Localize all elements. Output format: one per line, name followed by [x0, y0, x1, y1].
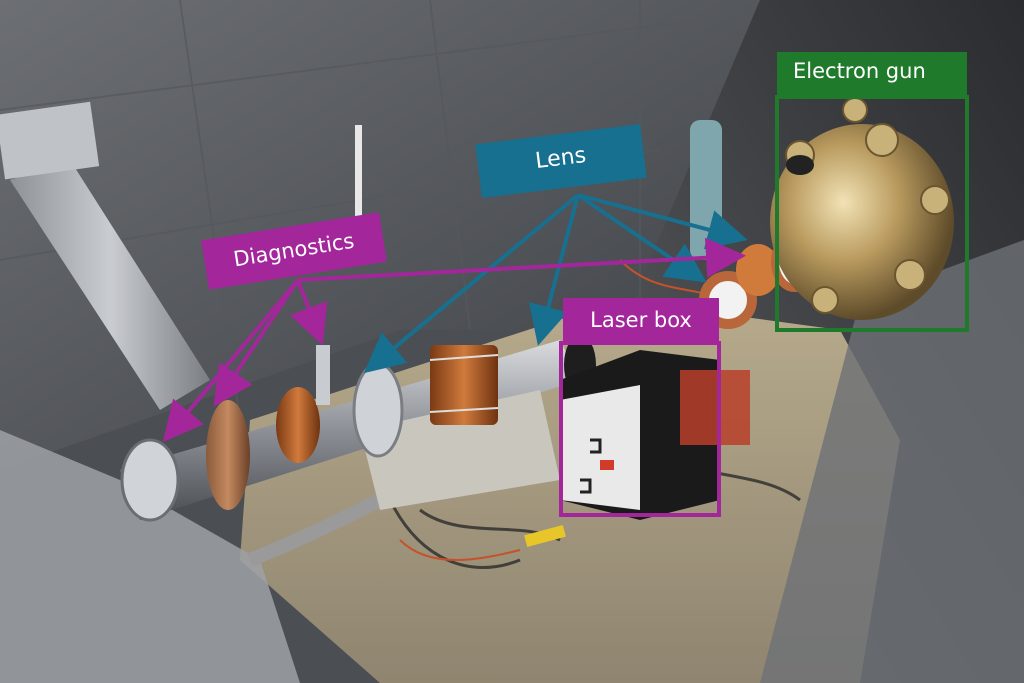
warning-sticker: [600, 460, 614, 470]
lens-ring-2: [736, 244, 780, 296]
diagnostic-post: [316, 345, 330, 405]
support-pillar: [10, 160, 210, 410]
solenoid-lens: [430, 345, 498, 425]
electron-gun-label: Electron gun: [777, 52, 967, 98]
flex-hose: [247, 493, 384, 567]
steel-flange: [352, 362, 404, 458]
caution-tape: [524, 525, 566, 547]
pillar-bracket: [0, 101, 100, 180]
beamline-end-cap: [120, 438, 180, 522]
copper-coil-1: [276, 387, 320, 463]
laser-box-label: Laser box: [563, 298, 719, 344]
plastic-curtain-left: [0, 430, 300, 683]
wall-tube: [355, 125, 362, 220]
viewport: [786, 155, 814, 175]
laser-box-handle-top: [590, 438, 602, 454]
plastic-curtain-right: [760, 240, 1024, 683]
gas-tank: [690, 120, 722, 260]
laser-box-handle-bottom: [580, 478, 592, 494]
diagnostics-arrows: [162, 237, 746, 443]
copper-flange: [206, 400, 250, 510]
support-table: [360, 390, 560, 510]
red-frame: [680, 370, 750, 445]
